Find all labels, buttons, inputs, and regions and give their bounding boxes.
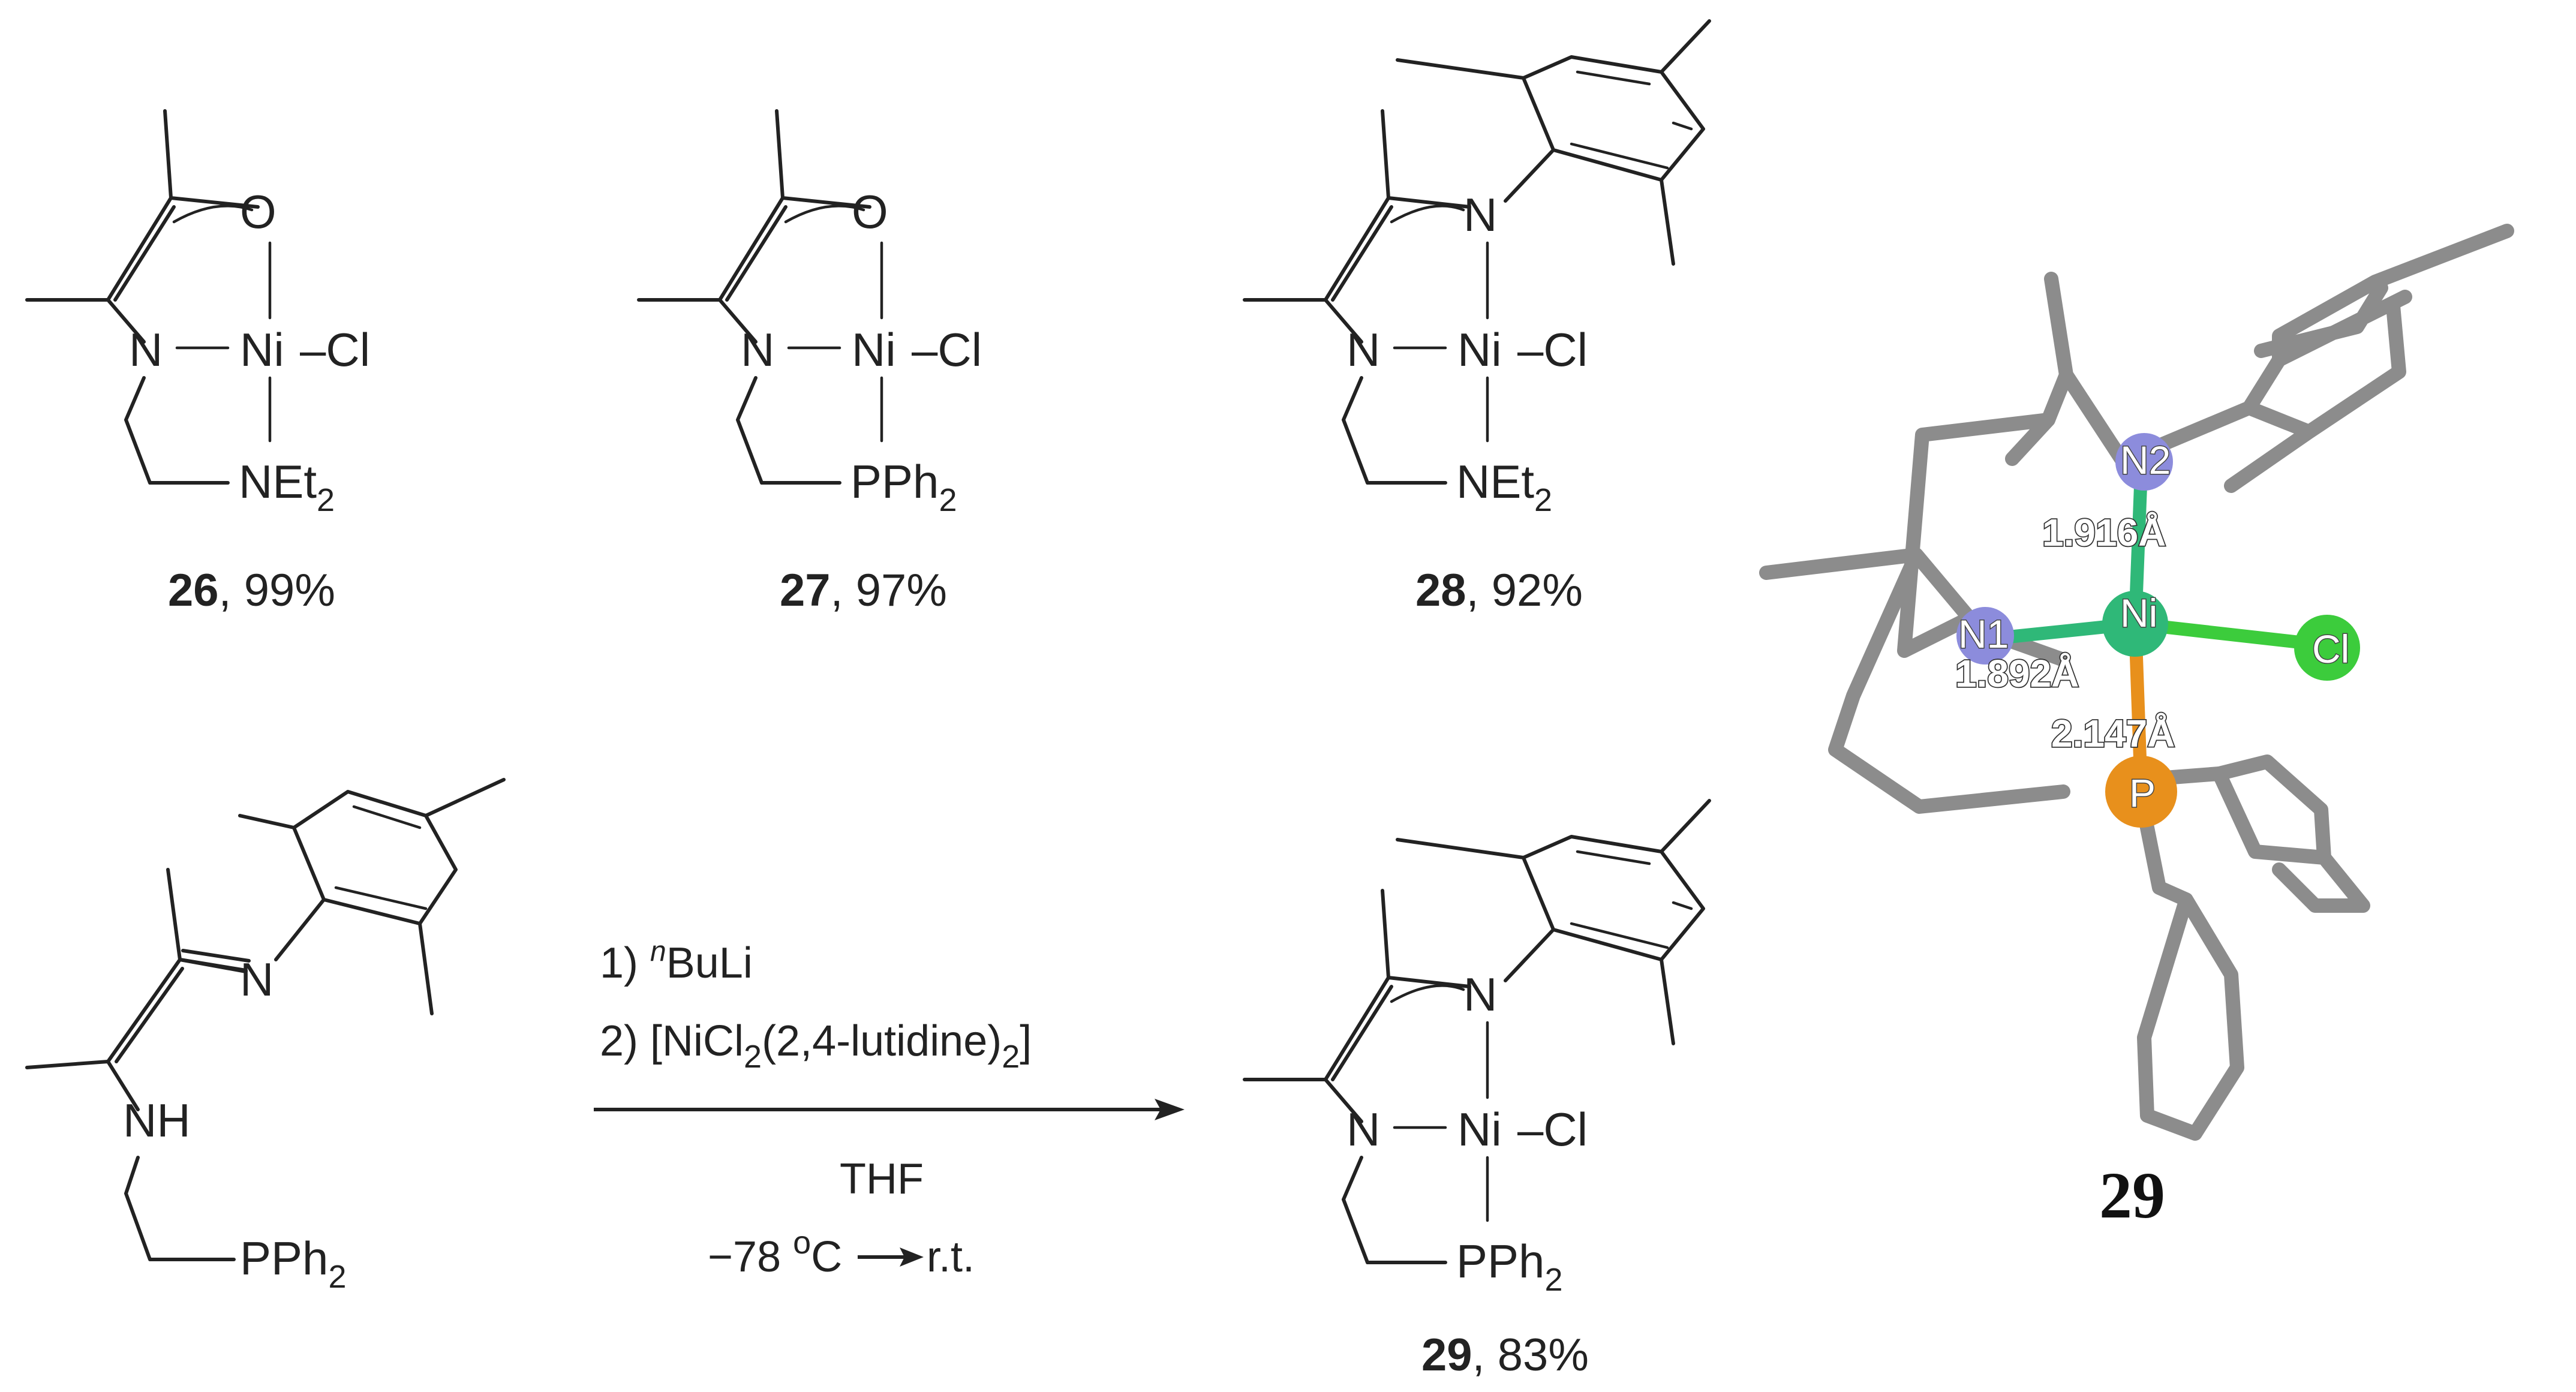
- temperature-text: −78 oC: [708, 1225, 842, 1281]
- amine-label: NEt2: [239, 455, 335, 518]
- compound-26-label: 26, 99%: [168, 565, 335, 616]
- reaction-conditions: 1) nBuLi 2) [NiCl2(2,4-lutidine)2] THF −…: [594, 936, 1185, 1281]
- step-2-text: 2) [NiCl2(2,4-lutidine)2]: [600, 1017, 1032, 1075]
- nitrogen-atom: N: [129, 323, 163, 376]
- distance-ni-p: 2.147Å: [2051, 712, 2175, 755]
- atom-p-label: P: [2129, 771, 2156, 815]
- nickel-atom: Ni: [240, 323, 284, 376]
- compound-29-label: 29, 83%: [1421, 1330, 1589, 1381]
- temperature-arrow-head: [900, 1247, 924, 1267]
- solvent-text: THF: [840, 1155, 924, 1203]
- temperature-end-text: r.t.: [927, 1233, 975, 1281]
- ligand-structure: N NH PPh2: [25, 778, 506, 1295]
- chloride-label: –Cl: [912, 323, 982, 376]
- step-1-text: 1) nBuLi: [600, 936, 753, 987]
- atom-n1-sphere: [1956, 607, 2014, 665]
- nickel-atom: Ni: [852, 323, 896, 376]
- imine-nitrogen: N: [240, 953, 273, 1006]
- atom-ni-sphere: [2102, 591, 2168, 657]
- amine-label: NEt2: [1456, 455, 1552, 518]
- phosphine-label: PPh2: [850, 455, 957, 518]
- chloride-label: –Cl: [1517, 1103, 1588, 1156]
- chloride-label: –Cl: [1517, 323, 1588, 376]
- compound-27-label: 27, 97%: [780, 565, 947, 616]
- distance-ni-n1: 1.892Å: [1955, 652, 2079, 695]
- nitrogen-atom: N: [1346, 1103, 1380, 1156]
- chloride-label: –Cl: [300, 323, 370, 376]
- phosphine-label: PPh2: [1456, 1235, 1562, 1298]
- nickel-atom: Ni: [1457, 1103, 1502, 1156]
- compound-27: O N Ni –Cl PPh2 27, 97%: [637, 109, 982, 616]
- imine-nitrogen: N: [1463, 968, 1497, 1021]
- compound-28: N N Ni –Cl NEt2 28, 92%: [1243, 19, 1711, 616]
- reaction-arrow-head: [1155, 1099, 1185, 1120]
- atom-n2-sphere: [2115, 433, 2173, 491]
- nitrogen-atom: N: [741, 323, 774, 376]
- atom-cl-label: Cl: [2312, 627, 2349, 671]
- imine-nitrogen: N: [1463, 188, 1497, 241]
- nitrogen-atom: N: [1346, 323, 1380, 376]
- atom-ni-label: Ni: [2120, 591, 2157, 635]
- compound-28-label: 28, 92%: [1415, 565, 1583, 616]
- oxygen-atom: O: [852, 185, 888, 238]
- crystal-compound-number: 29: [2099, 1159, 2165, 1232]
- atom-cl-sphere: [2294, 615, 2360, 681]
- amine-nh-label: NH: [123, 1094, 191, 1147]
- atom-n2-label: N2: [2120, 438, 2171, 482]
- atom-n1-label: N1: [1958, 612, 2009, 656]
- compound-26: O N Ni –Cl NEt2 26, 99%: [25, 109, 370, 616]
- atom-p-sphere: [2105, 756, 2177, 828]
- nickel-atom: Ni: [1457, 323, 1502, 376]
- phosphine-label: PPh2: [240, 1232, 346, 1295]
- distance-ni-n2: 1.916Å: [2042, 511, 2166, 554]
- crystal-structure-29: N2 N1 Ni Cl P 1.916Å 1.892Å 2.147Å 29: [1759, 224, 2514, 1232]
- oxygen-atom: O: [240, 185, 276, 238]
- compound-29: N N Ni –Cl PPh2 29, 83%: [1243, 799, 1711, 1381]
